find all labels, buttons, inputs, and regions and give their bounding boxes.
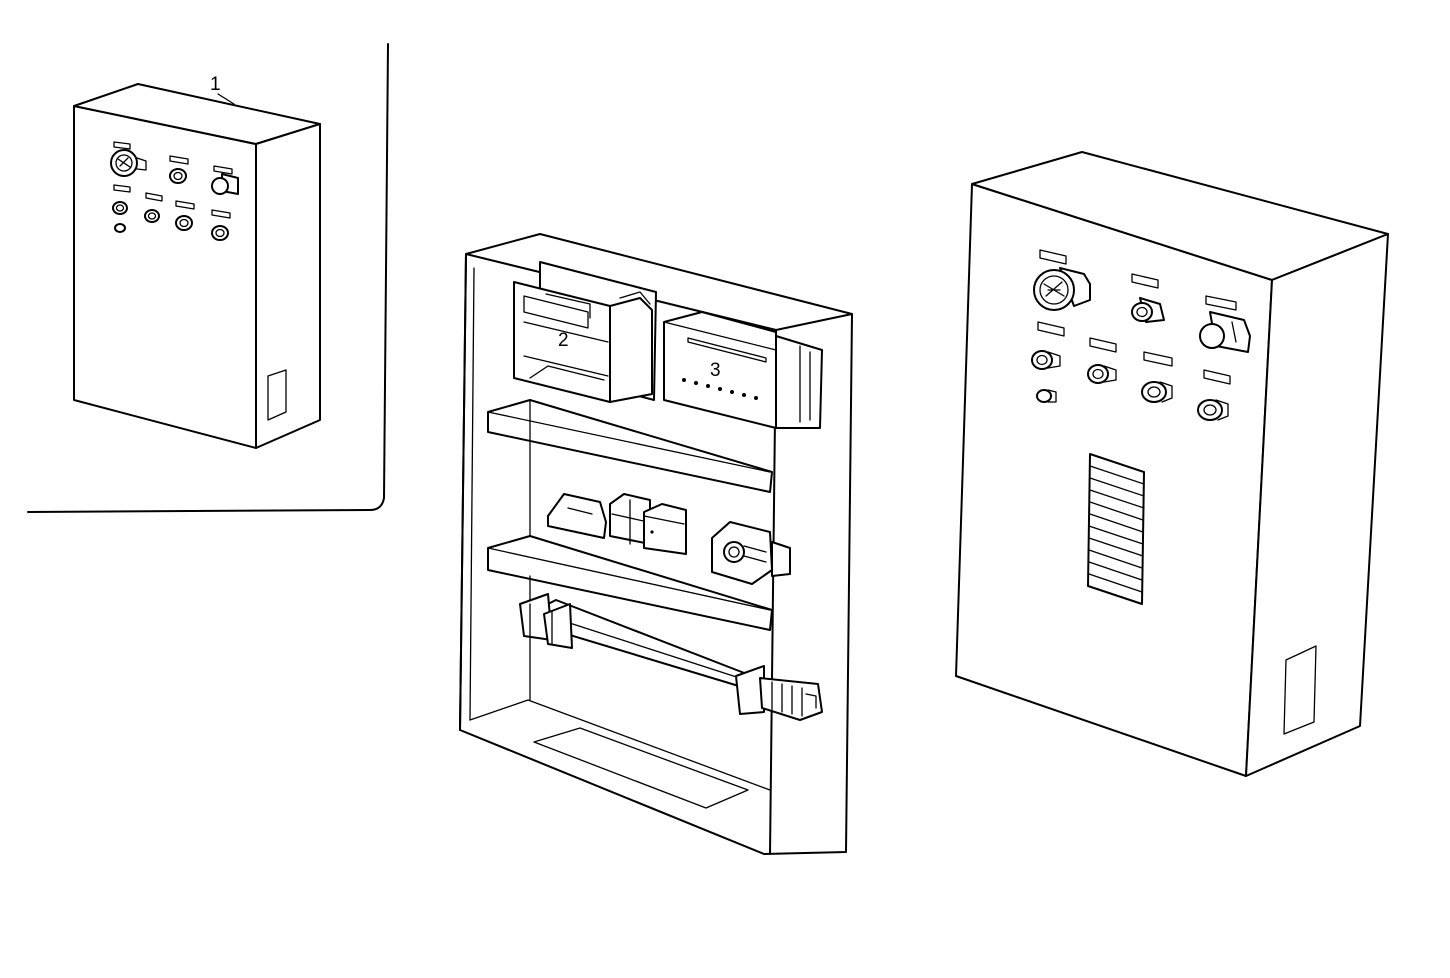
inset-frame xyxy=(27,43,389,513)
control-box-large xyxy=(955,151,1389,777)
vent-louvre xyxy=(1087,453,1145,605)
push-button-icon xyxy=(211,173,239,195)
pilot-lamp-icon xyxy=(169,168,187,184)
callout-1: 1 xyxy=(210,74,221,95)
push-button-icon-large xyxy=(1199,311,1251,353)
relay-block-c xyxy=(643,503,687,555)
pilot-lamp-icon-large xyxy=(1131,297,1165,323)
indicator-lamps-small xyxy=(112,201,229,241)
relay-block-a xyxy=(547,493,607,539)
gauge-icon-large xyxy=(1033,267,1091,311)
label-plates-small xyxy=(113,141,233,219)
terminal-dots xyxy=(682,378,758,400)
shelf-lower xyxy=(487,535,773,631)
indicator-lamps-large xyxy=(1031,350,1229,421)
shelf-upper xyxy=(487,399,773,493)
contactor-block xyxy=(711,521,791,585)
control-box-small: 1 xyxy=(73,74,321,449)
label-plates-large xyxy=(1037,249,1237,385)
access-panel-small xyxy=(267,369,287,421)
gauge-icon xyxy=(110,149,147,177)
open-cabinet: 2 3 xyxy=(459,233,853,855)
callout-2: 2 xyxy=(558,330,569,351)
callout-3: 3 xyxy=(710,360,721,381)
component-3-terminal-board: 3 xyxy=(663,311,823,429)
terminal-rail xyxy=(519,593,823,721)
component-2-relay-module: 2 xyxy=(513,261,657,403)
access-panel-large xyxy=(1283,645,1317,735)
